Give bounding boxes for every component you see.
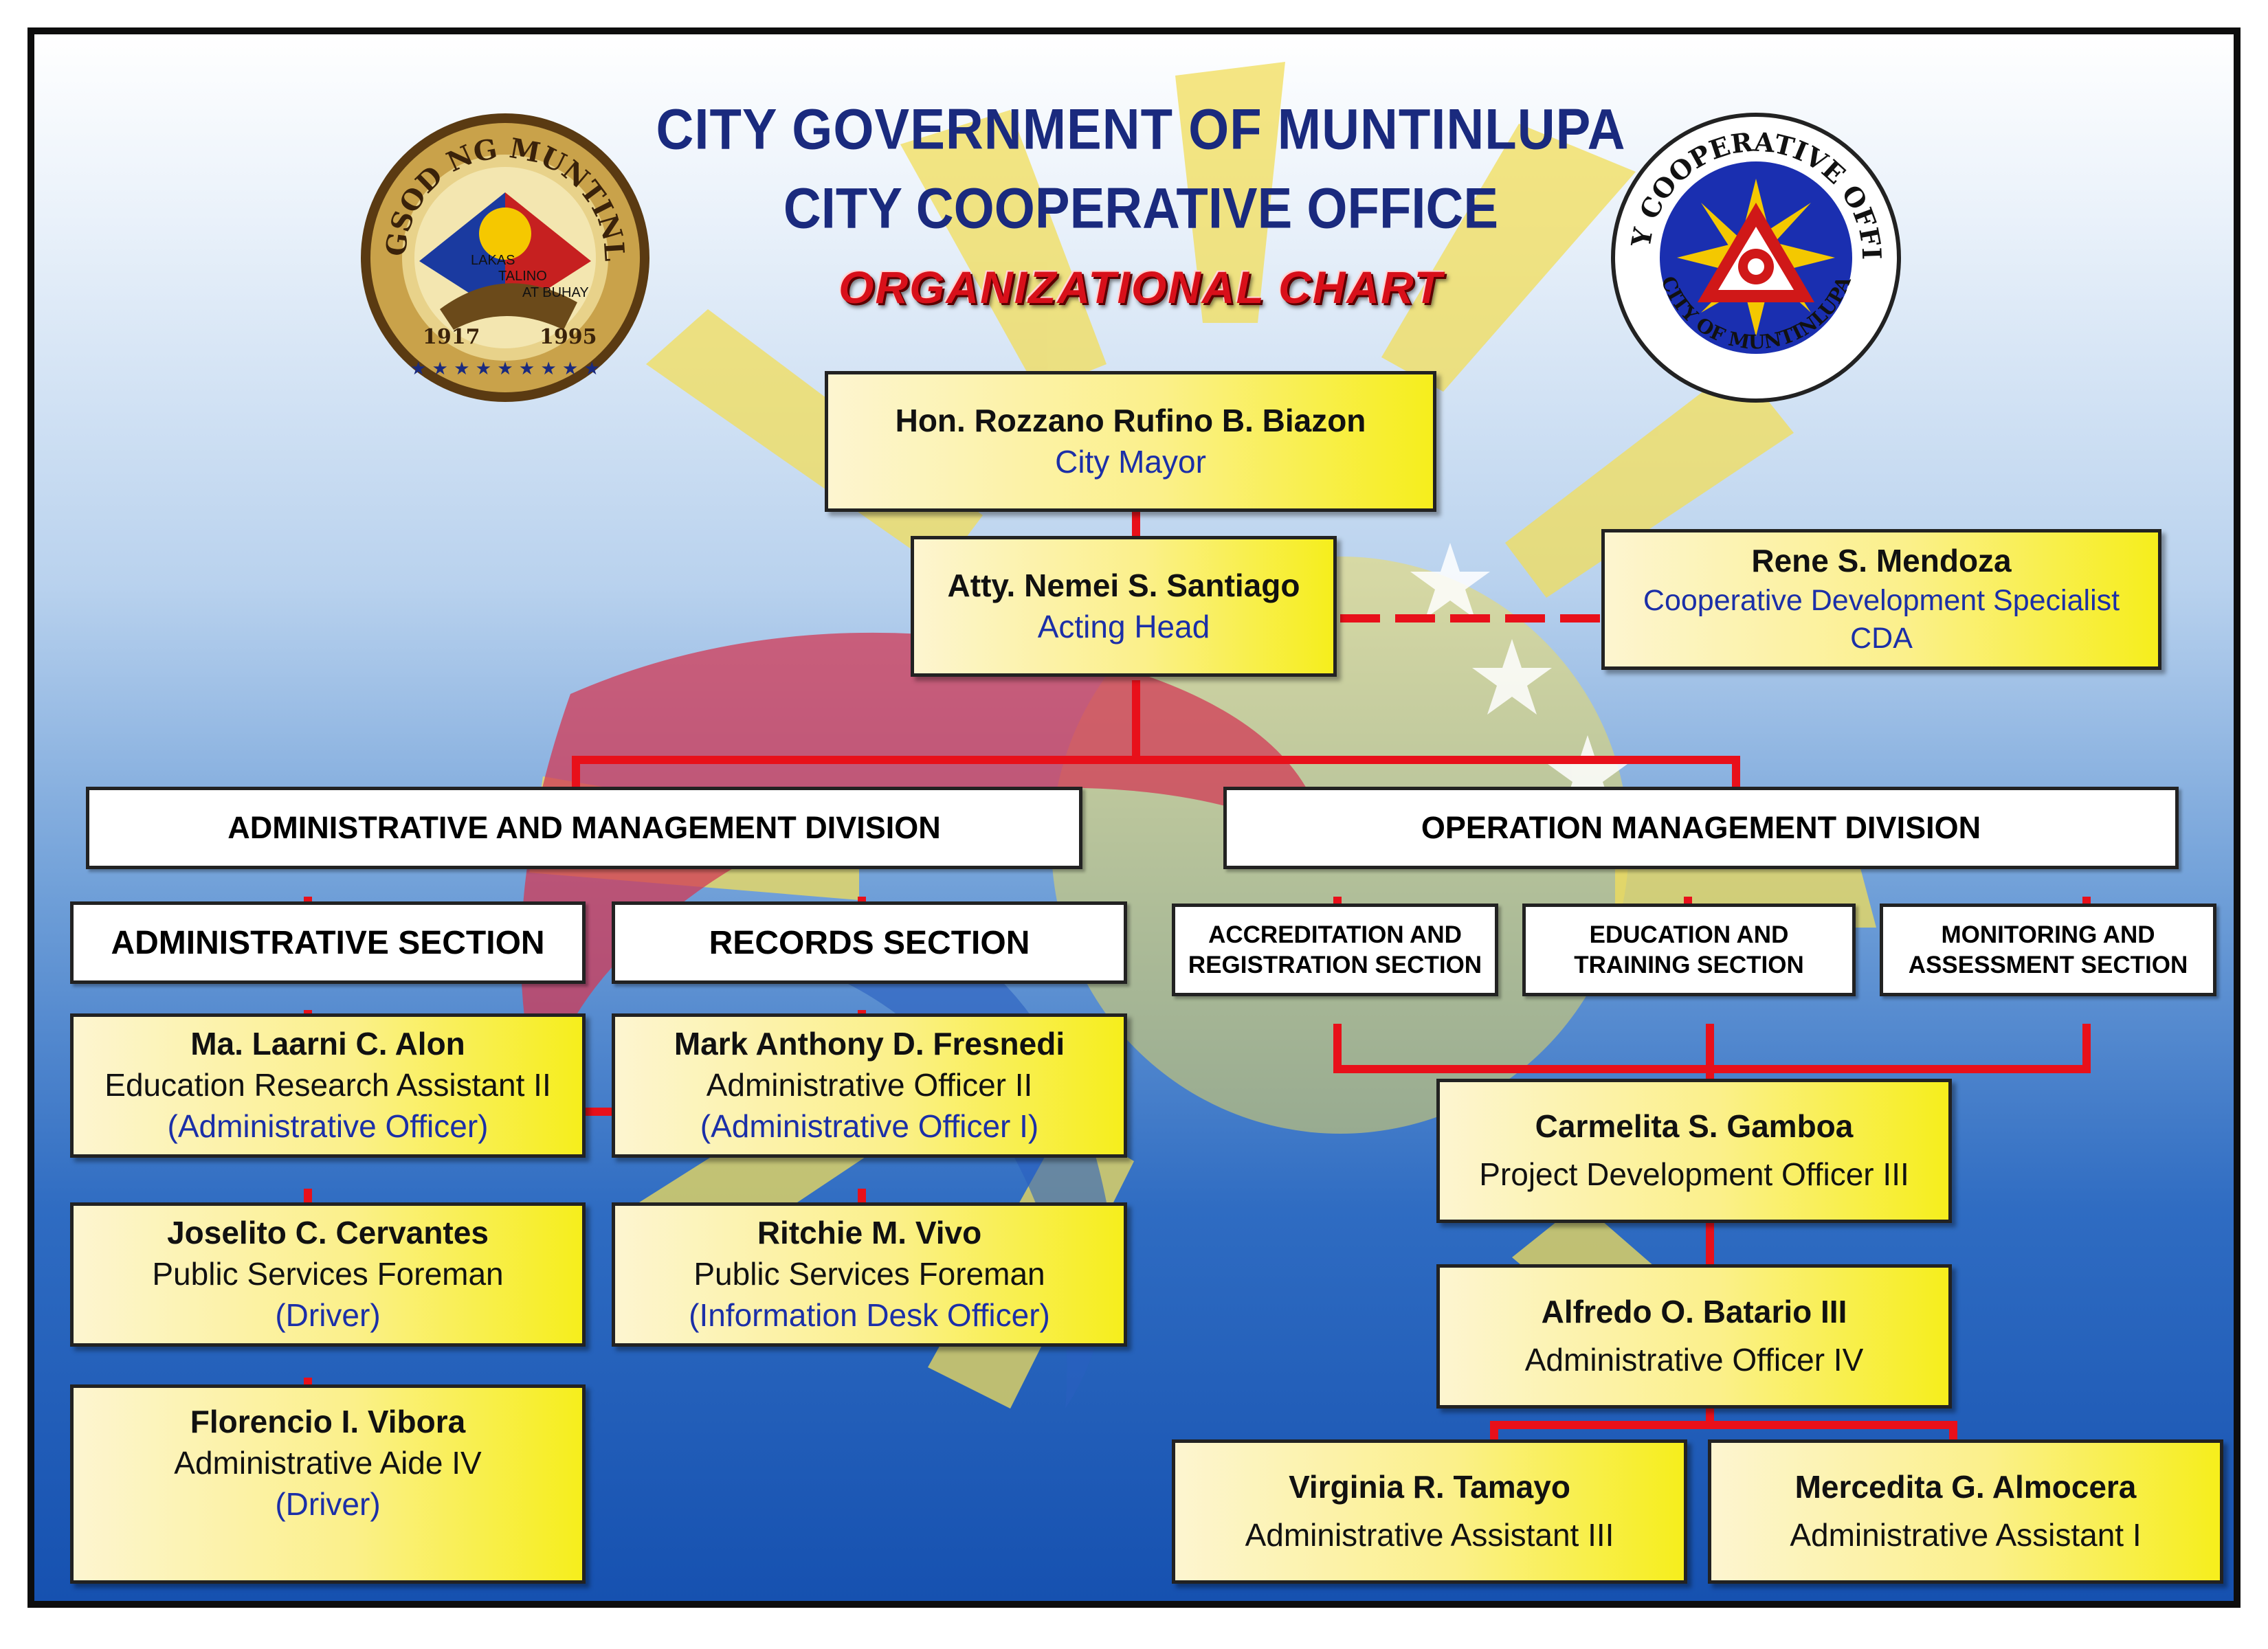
connector-gamboa-batario — [1706, 1218, 1714, 1266]
tamayo-position: Administrative Assistant III — [1245, 1517, 1614, 1553]
acting-head-name: Atty. Nemei S. Santiago — [947, 567, 1300, 603]
fresnedi-role: (Administrative Officer I) — [700, 1108, 1039, 1144]
gamboa-position: Project Development Officer III — [1479, 1156, 1909, 1192]
accreditation-section-box: ACCREDITATION AND REGISTRATION SECTION — [1172, 904, 1498, 996]
cervantes-box: Joselito C. Cervantes Public Services Fo… — [70, 1202, 586, 1347]
vivo-position: Public Services Foreman — [693, 1256, 1045, 1292]
cda-agency: CDA — [1850, 622, 1913, 655]
almocera-box: Mercedita G. Almocera Administrative Ass… — [1708, 1439, 2223, 1584]
svg-text:AT BUHAY: AT BUHAY — [522, 285, 589, 300]
connector-batario-down — [1706, 1405, 1714, 1424]
batario-position: Administrative Officer IV — [1524, 1342, 1864, 1378]
mayor-name: Hon. Rozzano Rufino B. Biazon — [895, 402, 1366, 438]
connector-head-divisions — [1132, 680, 1140, 763]
background-stars — [1410, 543, 1627, 811]
vivo-box: Ritchie M. Vivo Public Services Foreman … — [612, 1202, 1127, 1347]
svg-text:TALINO: TALINO — [498, 269, 547, 284]
batario-box: Alfredo O. Batario III Administrative Of… — [1436, 1264, 1952, 1409]
alon-name: Ma. Laarni C. Alon — [190, 1026, 465, 1062]
vibora-name: Florencio I. Vibora — [190, 1404, 466, 1439]
svg-text:★ ★ ★ ★ ★ ★ ★ ★ ★: ★ ★ ★ ★ ★ ★ ★ ★ ★ — [410, 359, 600, 379]
cda-box: Rene S. Mendoza Cooperative Development … — [1601, 529, 2161, 670]
almocera-position: Administrative Assistant I — [1790, 1517, 2142, 1553]
city-cooperative-office-seal-logo: CITY COOPERATIVE OFFICE CITY OF MUNTINLU… — [1608, 110, 1901, 403]
mayor-position: City Mayor — [1055, 443, 1206, 480]
fresnedi-box: Mark Anthony D. Fresnedi Administrative … — [612, 1013, 1127, 1158]
operation-division-label: OPERATION MANAGEMENT DIVISION — [1421, 810, 1981, 845]
chart-frame: CITY GOVERNMENT OF MUNTINLUPA CITY COOPE… — [27, 27, 2241, 1608]
gamboa-box: Carmelita S. Gamboa Project Development … — [1436, 1079, 1952, 1223]
acting-head-position: Acting Head — [1037, 608, 1210, 644]
fresnedi-name: Mark Anthony D. Fresnedi — [674, 1026, 1065, 1062]
monitoring-section-line1: MONITORING AND — [1941, 921, 2155, 948]
connector-accreditation-bottom — [1333, 1024, 1342, 1073]
vibora-role: (Driver) — [275, 1485, 381, 1522]
almocera-name: Mercedita G. Almocera — [1794, 1469, 2137, 1505]
header-line-1: CITY GOVERNMENT OF MUNTINLUPA — [656, 97, 1626, 162]
header-line-2: CITY COOPERATIVE OFFICE — [783, 176, 1499, 241]
svg-text:1917: 1917 — [423, 325, 480, 349]
administrative-section-label: ADMINISTRATIVE SECTION — [111, 924, 545, 961]
chart-title: ORGANIZATIONAL CHART — [838, 262, 1443, 313]
records-section-label: RECORDS SECTION — [709, 924, 1030, 961]
cervantes-role: (Driver) — [275, 1297, 381, 1333]
alon-position: Education Research Assistant II — [104, 1067, 551, 1103]
cervantes-position: Public Services Foreman — [152, 1256, 504, 1292]
vibora-box: Florencio I. Vibora Administrative Aide … — [70, 1384, 586, 1584]
cda-name: Rene S. Mendoza — [1751, 542, 2012, 579]
cda-position: Cooperative Development Specialist — [1643, 583, 2120, 617]
svg-text:LAKAS: LAKAS — [471, 253, 515, 268]
cervantes-name: Joselito C. Cervantes — [167, 1215, 489, 1251]
vivo-role: (Information Desk Officer) — [689, 1297, 1050, 1333]
accreditation-section-line2: REGISTRATION SECTION — [1188, 951, 1482, 978]
alon-role: (Administrative Officer) — [167, 1108, 489, 1144]
operation-division-box: OPERATION MANAGEMENT DIVISION — [1223, 787, 2179, 869]
monitoring-section-line2: ASSESSMENT SECTION — [1908, 951, 2188, 978]
admin-division-label: ADMINISTRATIVE AND MANAGEMENT DIVISION — [227, 810, 941, 845]
education-section-line1: EDUCATION AND — [1589, 921, 1789, 948]
batario-name: Alfredo O. Batario III — [1541, 1294, 1847, 1330]
administrative-section-box: ADMINISTRATIVE SECTION — [70, 901, 586, 984]
records-section-box: RECORDS SECTION — [612, 901, 1127, 984]
svg-text:1995: 1995 — [540, 325, 597, 349]
education-section-box: EDUCATION AND TRAINING SECTION — [1522, 904, 1856, 996]
mayor-box: Hon. Rozzano Rufino B. Biazon City Mayor — [825, 371, 1436, 512]
fresnedi-position: Administrative Officer II — [706, 1067, 1033, 1103]
admin-division-box: ADMINISTRATIVE AND MANAGEMENT DIVISION — [86, 787, 1082, 869]
education-section-line2: TRAINING SECTION — [1574, 951, 1804, 978]
dashed-connector-cda — [1340, 614, 1643, 622]
connector-monitoring-bottom — [2082, 1024, 2091, 1073]
connector-divisions-horizontal — [572, 756, 1740, 764]
muntinlupa-city-seal-logo: LUNGSOD NG MUNTINLUPA LAKAS TALINO AT BU… — [357, 110, 649, 402]
tamayo-box: Virginia R. Tamayo Administrative Assist… — [1172, 1439, 1687, 1584]
vibora-position: Administrative Aide IV — [174, 1444, 482, 1481]
acting-head-box: Atty. Nemei S. Santiago Acting Head — [911, 536, 1337, 677]
alon-box: Ma. Laarni C. Alon Education Research As… — [70, 1013, 586, 1158]
tamayo-name: Virginia R. Tamayo — [1289, 1469, 1570, 1505]
connector-staff-horizontal — [1490, 1421, 1957, 1429]
vivo-name: Ritchie M. Vivo — [757, 1215, 982, 1251]
monitoring-section-box: MONITORING AND ASSESSMENT SECTION — [1880, 904, 2216, 996]
accreditation-section-line1: ACCREDITATION AND — [1208, 921, 1462, 948]
gamboa-name: Carmelita S. Gamboa — [1535, 1108, 1854, 1145]
